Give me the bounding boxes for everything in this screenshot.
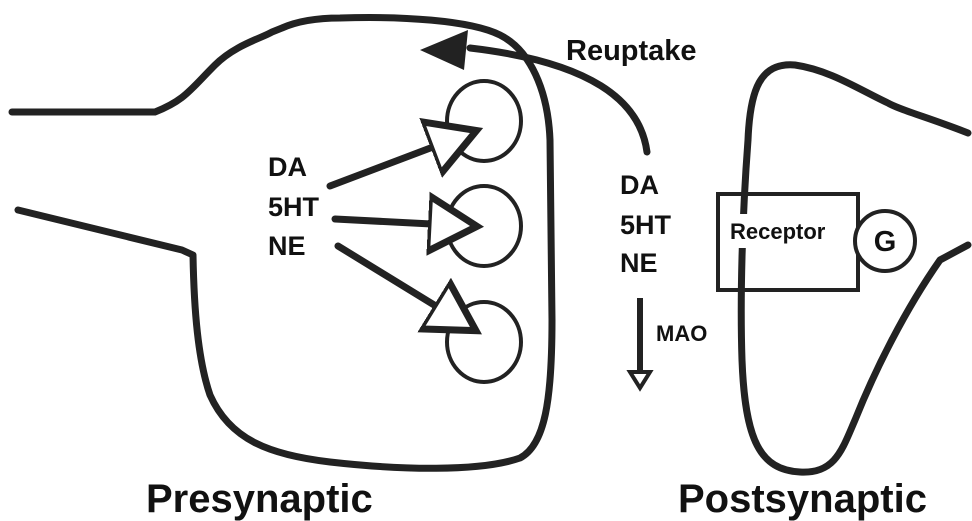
postsynaptic-title: Postsynaptic — [678, 477, 927, 521]
g-protein-label: G — [874, 226, 897, 258]
reuptake-label: Reuptake — [566, 35, 697, 67]
arrow-to-vesicle-bottom — [334, 242, 470, 327]
vesicle-top — [445, 79, 523, 163]
presynaptic-neuron-outline — [8, 14, 556, 472]
mao-arrowhead — [626, 370, 654, 392]
cleft-label-5ht: 5HT — [620, 210, 672, 240]
cleft-label-da: DA — [620, 170, 659, 200]
g-protein-circle — [853, 209, 917, 273]
arrow-to-vesicle-top — [326, 133, 470, 190]
presynaptic-title: Presynaptic — [146, 477, 373, 521]
mao-label: MAO — [656, 321, 707, 346]
receptor-label: Receptor — [730, 219, 826, 244]
presynaptic-label-ne: NE — [268, 231, 306, 261]
presynaptic-label-5ht: 5HT — [268, 192, 320, 222]
arrow-to-vesicle-middle — [331, 219, 470, 226]
vesicle-bottom — [445, 300, 523, 384]
postsynaptic-neuron-outline — [737, 61, 972, 476]
receptor-label-bg — [728, 214, 850, 248]
presynaptic-label-da: DA — [268, 152, 307, 182]
reuptake-arrow — [466, 44, 651, 156]
cleft-label-ne: NE — [620, 248, 658, 278]
reuptake-arrowhead — [420, 30, 468, 70]
